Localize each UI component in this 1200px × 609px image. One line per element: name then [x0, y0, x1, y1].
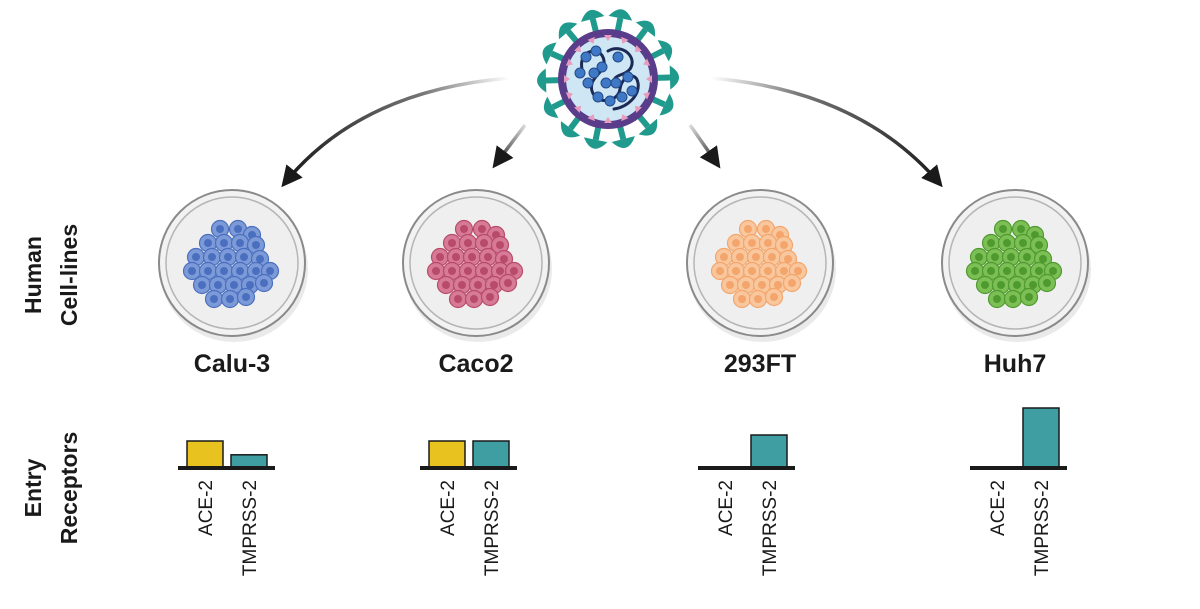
- receptor-chart: ACE-2 TMPRSS-2: [420, 440, 517, 576]
- virus-spike: [636, 113, 658, 136]
- virus-spike: [608, 9, 633, 33]
- receptor-label: TMPRSS-2: [760, 480, 781, 576]
- row-label-cell-lines-line2: Cell-lines: [56, 224, 82, 326]
- petri-dish-icon: [686, 189, 836, 342]
- receptor-bar: [428, 440, 466, 469]
- arrow-to-293ft: [688, 123, 721, 169]
- virus-spike: [634, 20, 656, 43]
- coronavirus-icon: [537, 9, 679, 149]
- row-label-receptors-line2: Receptors: [56, 432, 82, 544]
- virus-spike: [583, 125, 608, 149]
- virus-spike: [560, 115, 582, 138]
- receptor-label: ACE-2: [716, 480, 737, 536]
- receptor-bar: [472, 440, 510, 469]
- cell-colony: [426, 219, 524, 309]
- receptor-chart: ACE-2 TMPRSS-2: [178, 440, 275, 576]
- infection-arrows: [281, 76, 943, 188]
- virus-spike: [537, 68, 561, 93]
- receptor-label: TMPRSS-2: [240, 480, 261, 576]
- virus-spike: [542, 42, 566, 65]
- cell-line-names: Calu-3 Caco2 293FT Huh7: [194, 350, 1046, 378]
- receptor-chart: ACE-2 TMPRSS-2: [698, 434, 795, 576]
- receptor-bar: [1022, 407, 1060, 469]
- cell-line-name: 293FT: [724, 350, 796, 378]
- receptor-label: ACE-2: [988, 480, 1009, 536]
- cell-colony: [182, 219, 280, 309]
- receptor-bar: [750, 434, 788, 469]
- receptor-label: ACE-2: [196, 480, 217, 536]
- virus-spike: [611, 124, 635, 149]
- receptor-bar: [186, 440, 224, 469]
- row-label-cell-lines: Human Cell-lines: [20, 224, 82, 326]
- row-label-entry-receptors: Entry Receptors: [20, 432, 82, 544]
- virus-spike: [543, 96, 567, 118]
- cell-colony: [710, 219, 808, 309]
- virus-spike: [655, 65, 679, 90]
- row-label-receptors-line1: Entry: [20, 458, 46, 517]
- receptor-chart: ACE-2 TMPRSS-2: [970, 407, 1067, 576]
- receptor-label: TMPRSS-2: [1032, 480, 1053, 576]
- cell-colony: [965, 219, 1063, 309]
- row-label-cell-lines-line1: Human: [20, 236, 46, 314]
- receptor-label: ACE-2: [438, 480, 459, 536]
- cell-line-dishes: [158, 189, 1091, 342]
- virus-spike: [650, 93, 674, 116]
- petri-dish-icon: [941, 189, 1091, 342]
- arrow-to-caco2: [492, 123, 527, 169]
- virus-spike: [558, 22, 580, 45]
- receptor-label: TMPRSS-2: [482, 480, 503, 576]
- cell-line-name: Calu-3: [194, 350, 270, 378]
- virus-spike: [649, 40, 673, 62]
- petri-dish-icon: [402, 189, 552, 342]
- virus-spike: [581, 9, 605, 34]
- cell-line-name: Huh7: [984, 350, 1047, 378]
- arrow-to-calu-3: [281, 76, 511, 188]
- arrow-to-huh7: [709, 76, 943, 188]
- cell-line-name: Caco2: [438, 350, 513, 378]
- petri-dish-icon: [158, 189, 308, 342]
